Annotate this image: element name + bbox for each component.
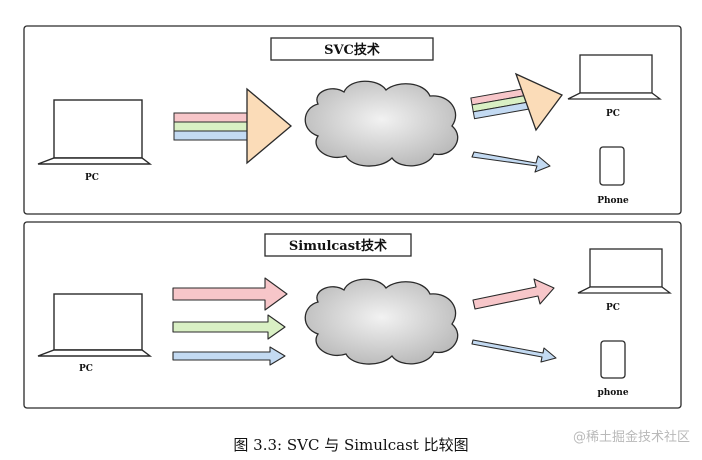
svc-arrow-to-phone [471, 151, 551, 173]
figure-caption: 图 3.3: SVC 与 Simulcast 比较图 [233, 436, 469, 454]
simulcast-target-laptop-icon [577, 248, 672, 294]
svc-output-prism [514, 72, 564, 132]
simulcast-arrow-blue [172, 346, 286, 366]
svc-panel: SVC技术 PC PC Phone [23, 25, 682, 215]
simulcast-title: Simulcast技术 [289, 238, 387, 254]
simulcast-target-phone-label: phone [597, 388, 628, 398]
svc-target-phone-label: Phone [597, 196, 629, 206]
simulcast-title-box [264, 233, 412, 257]
svc-layer-red [173, 112, 249, 123]
svc-title-box [270, 37, 434, 61]
svc-cloud-icon [304, 80, 459, 167]
simulcast-source-laptop-icon [37, 293, 153, 357]
simulcast-arrow-to-pc [472, 278, 555, 310]
svc-output-layers [470, 87, 531, 120]
simulcast-panel: Simulcast技术 PC PC phone [23, 221, 682, 409]
simulcast-arrow-to-phone [471, 339, 557, 363]
svc-title: SVC技术 [324, 42, 380, 58]
watermark: @稀土掘金技术社区 [572, 430, 690, 445]
simulcast-target-pc-label: PC [606, 303, 620, 313]
simulcast-target-phone-icon [600, 340, 626, 379]
svc-target-pc-label: PC [606, 109, 620, 119]
simulcast-arrow-red [172, 277, 288, 311]
svc-layer-green [173, 121, 249, 132]
svc-layer-blue [173, 130, 249, 141]
simulcast-arrow-green [172, 314, 286, 340]
simulcast-cloud-icon [304, 278, 459, 365]
simulcast-source-label: PC [79, 364, 93, 374]
svc-target-phone-icon [599, 146, 625, 186]
svc-target-laptop-icon [567, 54, 662, 100]
svc-source-label: PC [85, 173, 99, 183]
svc-encoder-prism [246, 87, 293, 165]
svc-source-laptop-icon [37, 99, 153, 165]
